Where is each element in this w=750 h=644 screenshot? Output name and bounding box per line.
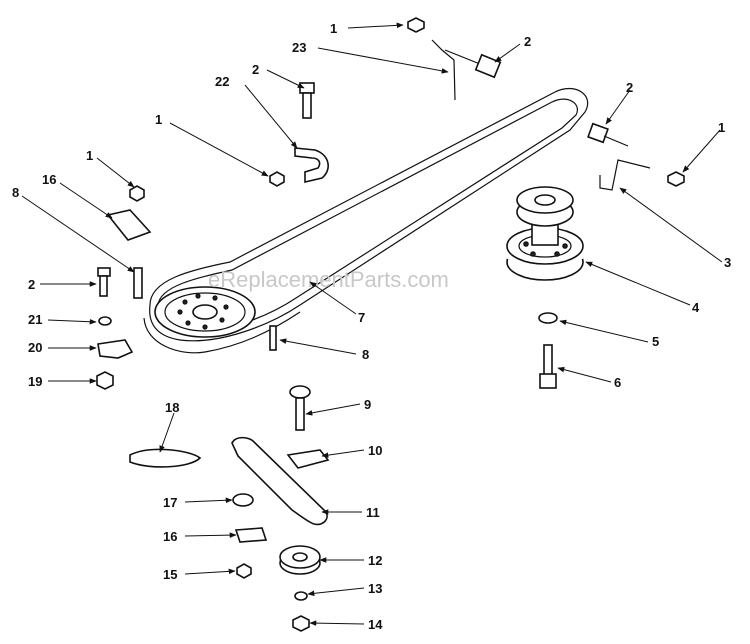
nut-1-right [667, 171, 685, 187]
bracket-20 [97, 339, 134, 359]
callout-c2a: 2 [524, 34, 531, 49]
callout-c21: 21 [28, 312, 42, 327]
callout-c6: 6 [614, 375, 621, 390]
callout-c20: 20 [28, 340, 42, 355]
callout-c18: 18 [165, 400, 179, 415]
pin-8-right [269, 325, 277, 351]
callout-c1a: 1 [330, 21, 337, 36]
bolt-2-top [444, 49, 502, 79]
leader-lines [21, 22, 723, 626]
washer-13 [294, 591, 308, 601]
watermark-text: eReplacementParts.com [208, 267, 449, 292]
nut-1-top [407, 17, 425, 33]
washer-21 [98, 316, 112, 326]
belt-pulley [154, 286, 256, 338]
callout-c13: 13 [368, 581, 382, 596]
nut-19 [96, 371, 114, 390]
callout-c5: 5 [652, 334, 659, 349]
washer-5 [538, 312, 558, 324]
spacer-17 [232, 493, 254, 507]
callout-c2c: 2 [626, 80, 633, 95]
callout-c7: 7 [358, 310, 365, 325]
idler-pulley-12 [279, 545, 321, 575]
idler-arm-11 [231, 436, 328, 526]
callout-c1b: 1 [155, 112, 162, 127]
rod-23 [431, 39, 456, 101]
pin-8-left [133, 267, 143, 299]
callout-c10: 10 [368, 443, 382, 458]
callout-c12: 12 [368, 553, 382, 568]
bolt-2-left [97, 267, 111, 297]
clip-16-upper [106, 209, 152, 241]
nut-1-mid [269, 171, 285, 187]
callout-c8a: 8 [12, 185, 19, 200]
bolt-2-upper-left [299, 82, 315, 119]
nut-14 [292, 615, 310, 632]
callout-labels: 1 23 2 2 22 1 2 1 1 16 8 3 2 4 21 7 5 20… [12, 21, 731, 632]
callout-c16a: 16 [42, 172, 56, 187]
callout-c8b: 8 [362, 347, 369, 362]
bracket-10 [286, 449, 330, 469]
callout-c2d: 2 [28, 277, 35, 292]
clip-16-lower [234, 527, 268, 543]
bolt-2-right [587, 122, 629, 147]
cover-18 [129, 448, 202, 468]
callout-c4: 4 [692, 300, 700, 315]
callout-c3: 3 [724, 255, 731, 270]
engine-pulley [506, 186, 584, 281]
callout-c17: 17 [163, 495, 177, 510]
rod-3 [599, 159, 651, 191]
bolt-9 [289, 385, 311, 431]
bolt-6 [539, 344, 557, 389]
callout-c16b: 16 [163, 529, 177, 544]
nut-1-left [129, 185, 145, 202]
callout-c23: 23 [292, 40, 306, 55]
callout-c2b: 2 [252, 62, 259, 77]
callout-c14: 14 [368, 617, 383, 632]
callout-c22: 22 [215, 74, 229, 89]
bracket-22 [294, 147, 329, 184]
callout-c9: 9 [364, 397, 371, 412]
callout-c19: 19 [28, 374, 42, 389]
callout-c15: 15 [163, 567, 177, 582]
callout-c1c: 1 [718, 120, 725, 135]
callout-c11: 11 [366, 505, 380, 520]
callout-c1d: 1 [86, 148, 93, 163]
nut-15 [236, 563, 252, 579]
